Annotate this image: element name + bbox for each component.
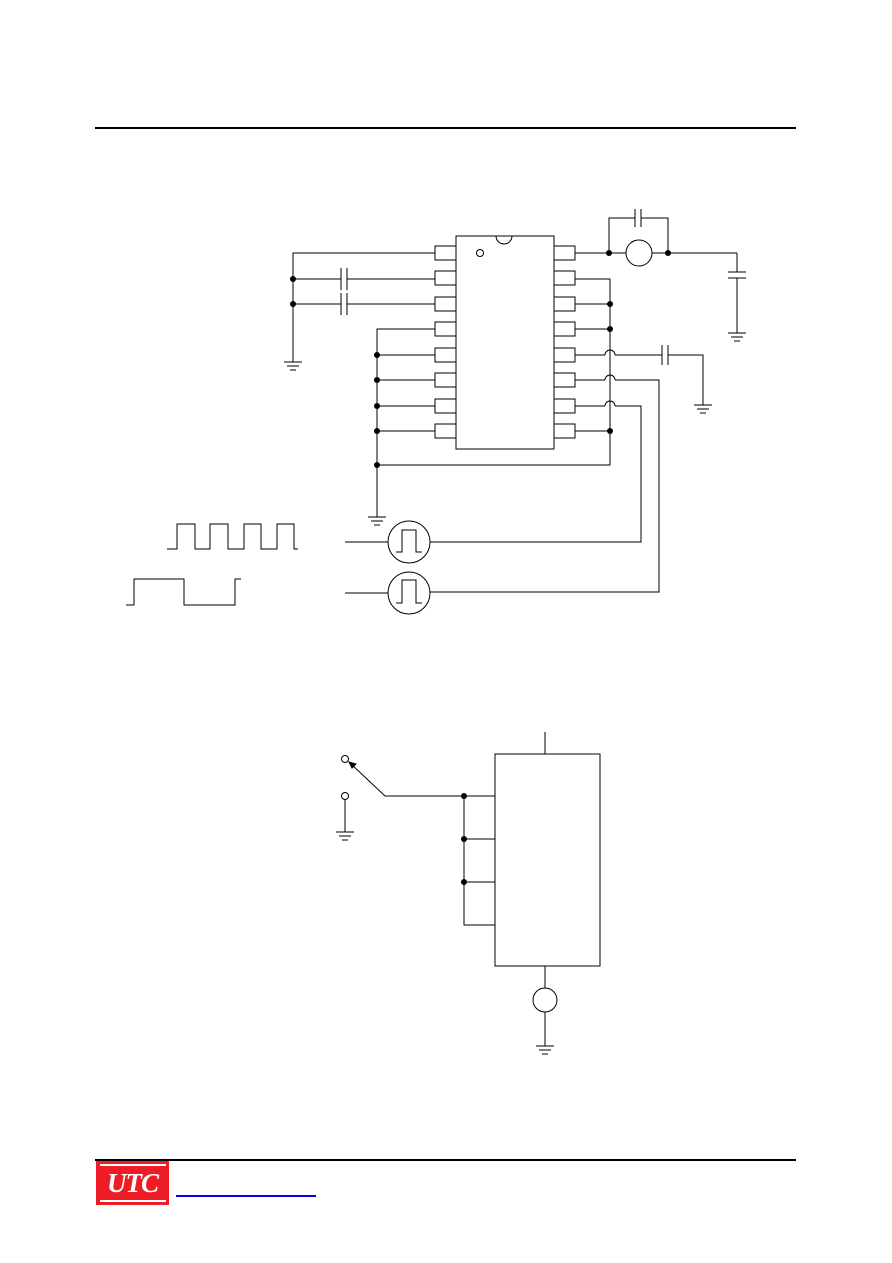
meter-icon (532, 987, 558, 1013)
pulse-source-icon (345, 571, 431, 615)
right-pin7-wire (430, 400, 642, 543)
device-block (494, 753, 601, 967)
left-wiring (292, 252, 611, 510)
ic-body (455, 235, 555, 450)
right-pin5-wire (575, 345, 712, 414)
ground-icon (368, 510, 386, 526)
slow-clock-waveform (126, 578, 241, 606)
ic-left-pins (434, 245, 457, 439)
header-rule (95, 127, 796, 129)
ground-icon (536, 1045, 554, 1055)
logo-text: UTC (107, 1167, 159, 1198)
test-circuit-1 (126, 209, 746, 615)
fast-clock-waveform (167, 523, 298, 550)
meter-icon (625, 239, 653, 267)
ground-icon (284, 355, 302, 371)
capacitor-icon (340, 293, 348, 315)
capacitor-icon (340, 268, 348, 290)
ground-icon (336, 831, 354, 841)
meter-top (575, 209, 746, 342)
test-circuit-2 (336, 732, 601, 1055)
pulse-source-icon (345, 520, 431, 564)
utc-logo: UTC (96, 1161, 169, 1205)
logo-frame: UTC (99, 1164, 166, 1202)
footer-rule (95, 1159, 796, 1161)
ic-notch (495, 235, 513, 245)
switch-icon (341, 755, 386, 832)
website-link-underline[interactable] (176, 1195, 316, 1197)
right-pin6-wire (430, 374, 660, 593)
junction-dots (290, 250, 671, 468)
pin1-dot (476, 249, 484, 257)
ic-right-pins (553, 245, 576, 439)
junction-dots-2 (461, 793, 467, 885)
